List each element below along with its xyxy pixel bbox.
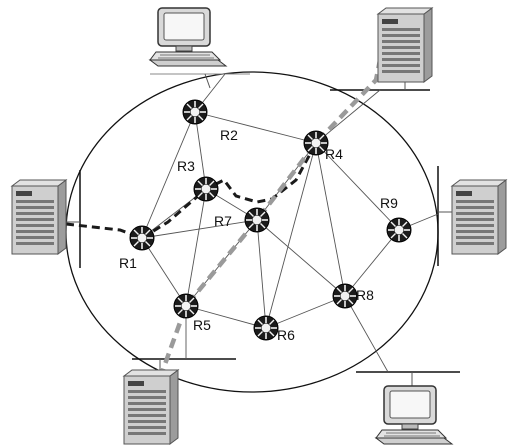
link-r1-r2 <box>141 111 196 239</box>
link-r4-r7 <box>256 142 317 221</box>
link-r4-r8 <box>315 142 346 297</box>
link-r3-r5 <box>185 188 207 307</box>
server-left[interactable] <box>11 179 67 255</box>
router-label-r8: R8 <box>356 287 374 303</box>
router-label-r9: R9 <box>380 195 398 211</box>
link-r6-r7 <box>256 219 267 329</box>
router-label-r6: R6 <box>277 327 295 343</box>
link-r4-r9 <box>315 142 400 231</box>
router-label-r1: R1 <box>119 255 137 271</box>
drop-computer-top <box>204 73 211 89</box>
server-bottom-left[interactable] <box>123 369 179 445</box>
router-icon <box>173 293 199 319</box>
router-r1[interactable]: R1 <box>119 225 155 271</box>
link-r8-r9 <box>344 229 400 297</box>
link-r2-r4 <box>194 111 317 144</box>
server-right[interactable] <box>451 179 507 255</box>
router-label-r7: R7 <box>214 213 232 229</box>
router-r2[interactable]: R2 <box>182 99 238 143</box>
router-r8[interactable]: R8 <box>332 283 374 309</box>
router-label-r2: R2 <box>220 127 238 143</box>
path-b-dashed <box>157 59 383 379</box>
router-icon <box>193 176 219 202</box>
link-r4-lan-top-right <box>315 89 381 144</box>
link-r6-r8 <box>265 295 346 329</box>
link-r7-r8 <box>256 219 346 297</box>
link-r1-r5 <box>141 237 187 307</box>
router-icon <box>129 225 155 251</box>
router-icon <box>253 315 279 341</box>
computer-bottom-right[interactable] <box>375 385 453 445</box>
link-r8-lan-bottom-right <box>344 295 389 373</box>
link-r4-r6 <box>265 142 317 329</box>
router-label-r3: R3 <box>177 158 195 174</box>
link-r5-r6 <box>185 305 267 329</box>
link-r2-r3 <box>194 111 207 190</box>
router-r5[interactable]: R5 <box>173 293 211 333</box>
computer-top[interactable] <box>149 7 227 67</box>
router-r4[interactable]: R4 <box>303 130 343 162</box>
router-icon <box>332 283 358 309</box>
router-r7[interactable]: R7 <box>214 207 270 233</box>
server-top-right[interactable] <box>377 7 433 83</box>
router-icon <box>182 99 208 125</box>
router-links <box>141 111 400 329</box>
router-icon <box>244 207 270 233</box>
router-icon <box>386 217 412 243</box>
router-r6[interactable]: R6 <box>253 315 295 343</box>
router-label-r4: R4 <box>325 146 343 162</box>
router-r9[interactable]: R9 <box>380 195 412 243</box>
router-label-r5: R5 <box>193 317 211 333</box>
router-r3[interactable]: R3 <box>177 158 219 202</box>
